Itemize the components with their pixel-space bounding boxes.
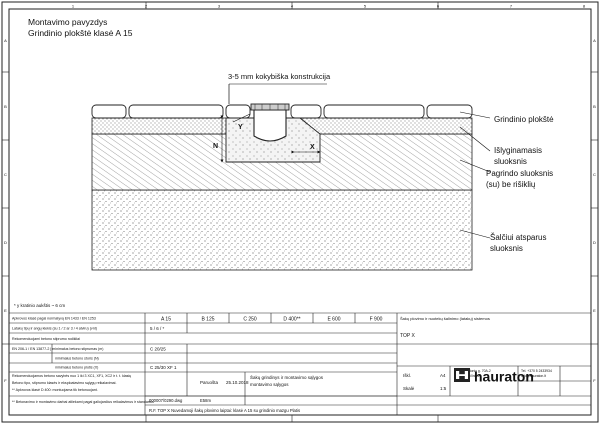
col-label: 5	[364, 4, 367, 9]
drawn-label: Paruošta	[200, 380, 219, 385]
row-label: E	[593, 308, 596, 313]
row-label-concrete: Rekomenduojami betono stiprumo rodikliai	[12, 337, 80, 341]
document-subtitle: montavimo sąlygos	[250, 382, 289, 387]
row-label-width: minimalus betono plotis (X)	[55, 366, 98, 370]
title-block: Šakų plovimo ir nuotekų šalinimo (latakų…	[149, 316, 552, 413]
company-email: info@hauraton.lt	[521, 374, 546, 378]
layer-label-base-1: Pagrindo sluoksnis	[486, 169, 553, 178]
row-label: A	[593, 38, 596, 43]
row-label: F	[4, 378, 7, 383]
row-label: D	[593, 240, 596, 245]
layer-labels: Grindinio plokštė Išlyginamasis sluoksni…	[486, 115, 554, 253]
inner-frame	[8, 8, 592, 416]
layer-label-base-2: (su) be rišiklių	[486, 180, 536, 189]
scale-label-2: Skalė	[403, 386, 415, 391]
row-label: F	[593, 378, 596, 383]
address-line-1: M. K. Čiurlionio g. 70A-2	[454, 368, 491, 373]
col-label: 8	[583, 4, 586, 9]
company-wordmark: hauraton	[474, 369, 534, 385]
layer-label-paving: Grindinio plokštė	[494, 115, 554, 124]
frame-labels: 1 2 3 4 5 6 7 8 A B C D E F A B C D E F	[4, 4, 596, 384]
load-class-cells: A 15 B 125 C 250 D 400** E 600 F 900	[161, 317, 383, 323]
bottom-description: R.F. TOP X Nuvedamoji šakų plovimo laipt…	[149, 408, 300, 413]
footnote: * y kratinio aukštis ~ 6 cm	[14, 303, 65, 308]
company-phone: Tel. +370 5 2433934	[521, 369, 552, 373]
product-name: TOP X	[400, 333, 415, 339]
drawing-title-line2: Grindinio plokštė klasė A 15	[28, 28, 133, 38]
class-cell: E 600	[327, 317, 340, 323]
row-label: B	[4, 104, 7, 109]
cross-section: 3-5 mm kokybiška konstrukcija Y N X	[91, 72, 473, 271]
frame-ticks	[2, 2, 598, 422]
frost-resistant-layer	[91, 189, 473, 271]
left-note-2: Betono tipo, stiprumo klasės ir eksploat…	[12, 381, 116, 385]
dim-x-label: X	[310, 144, 315, 151]
row-label: A	[4, 38, 7, 43]
row-label-load-class: Apkrovos klasė pagal normatyvą EN 1433 /…	[12, 317, 96, 321]
dim-n-label: N	[213, 143, 218, 150]
product-description: Šakų plovimo ir nuotekų šalinimo (latakų…	[400, 316, 490, 321]
drawing-title-line1: Montavimo pavyzdys	[28, 17, 107, 27]
scale-value-2: 1:5	[440, 386, 447, 391]
row-label: C	[4, 172, 7, 177]
document-title: Šakų grindinys ir montavimo sąlygos	[250, 374, 324, 380]
top-callout-text: 3-5 mm kokybiška konstrukcija	[228, 72, 331, 81]
spec-table-text: Apkrovos klasė pagal normatyvą EN 1433 /…	[12, 317, 154, 405]
col-label: 1	[72, 4, 75, 9]
layer-leaders	[459, 111, 491, 239]
concrete-grade: C 20/25	[150, 347, 166, 352]
row-label: C	[593, 172, 596, 177]
count-value: 5 / 6 / *	[150, 326, 165, 331]
bottom-note: ** Betonavimo ir montavimo darbai atliek…	[12, 400, 154, 404]
class-cell: F 900	[370, 317, 383, 323]
col-label: 2	[145, 4, 148, 9]
layer-label-frost-2: sluoksnis	[490, 244, 523, 253]
left-note-1: Rekomenduojamos betono savybės nuo 1 iki…	[12, 374, 131, 378]
scale-value-1: A4	[440, 373, 446, 378]
col-label: 4	[291, 4, 294, 9]
spec-table-grid	[9, 312, 591, 415]
col-label: 6	[437, 4, 440, 9]
scale-label-1: Iškl.	[403, 373, 411, 378]
drainage-channel	[253, 109, 287, 142]
left-note-3: ** Apkrovos klasė D 400: montuojama tik …	[12, 388, 98, 392]
class-cell: B 125	[201, 317, 214, 323]
layer-label-frost-1: Šalčiui atsparus	[490, 233, 546, 242]
class-cell: A 15	[161, 317, 171, 323]
class-cell: D 400**	[283, 317, 300, 323]
col-label: 7	[510, 4, 513, 9]
drawn-date: 25.10.2018	[226, 380, 249, 385]
row-label: B	[593, 104, 596, 109]
paving-stones	[91, 104, 473, 119]
format-number: E58m	[200, 398, 211, 403]
dim-y-label: Y	[238, 124, 243, 131]
col-label: 3	[218, 4, 221, 9]
row-label-thickness: minimalus betono storis (N)	[55, 357, 99, 361]
exposure-class: C 25/30 XF 1	[150, 365, 177, 370]
company-logo: hauraton	[454, 368, 534, 385]
row-label: E	[4, 308, 7, 313]
drawing-number: 000007/0290.dwg	[149, 398, 183, 403]
class-cell: C 250	[243, 317, 257, 323]
row-label: D	[4, 240, 7, 245]
layer-label-leveling-2: sluoksnis	[494, 157, 527, 166]
layer-label-leveling-1: Išlyginamasis	[494, 146, 542, 155]
row-label-strength: EN 206-1 / EN 13877-2 | minimalus betono…	[12, 347, 103, 351]
row-label-count: Latakų tipų ir angų kiekis (su 1 / 2 ar …	[12, 327, 97, 331]
